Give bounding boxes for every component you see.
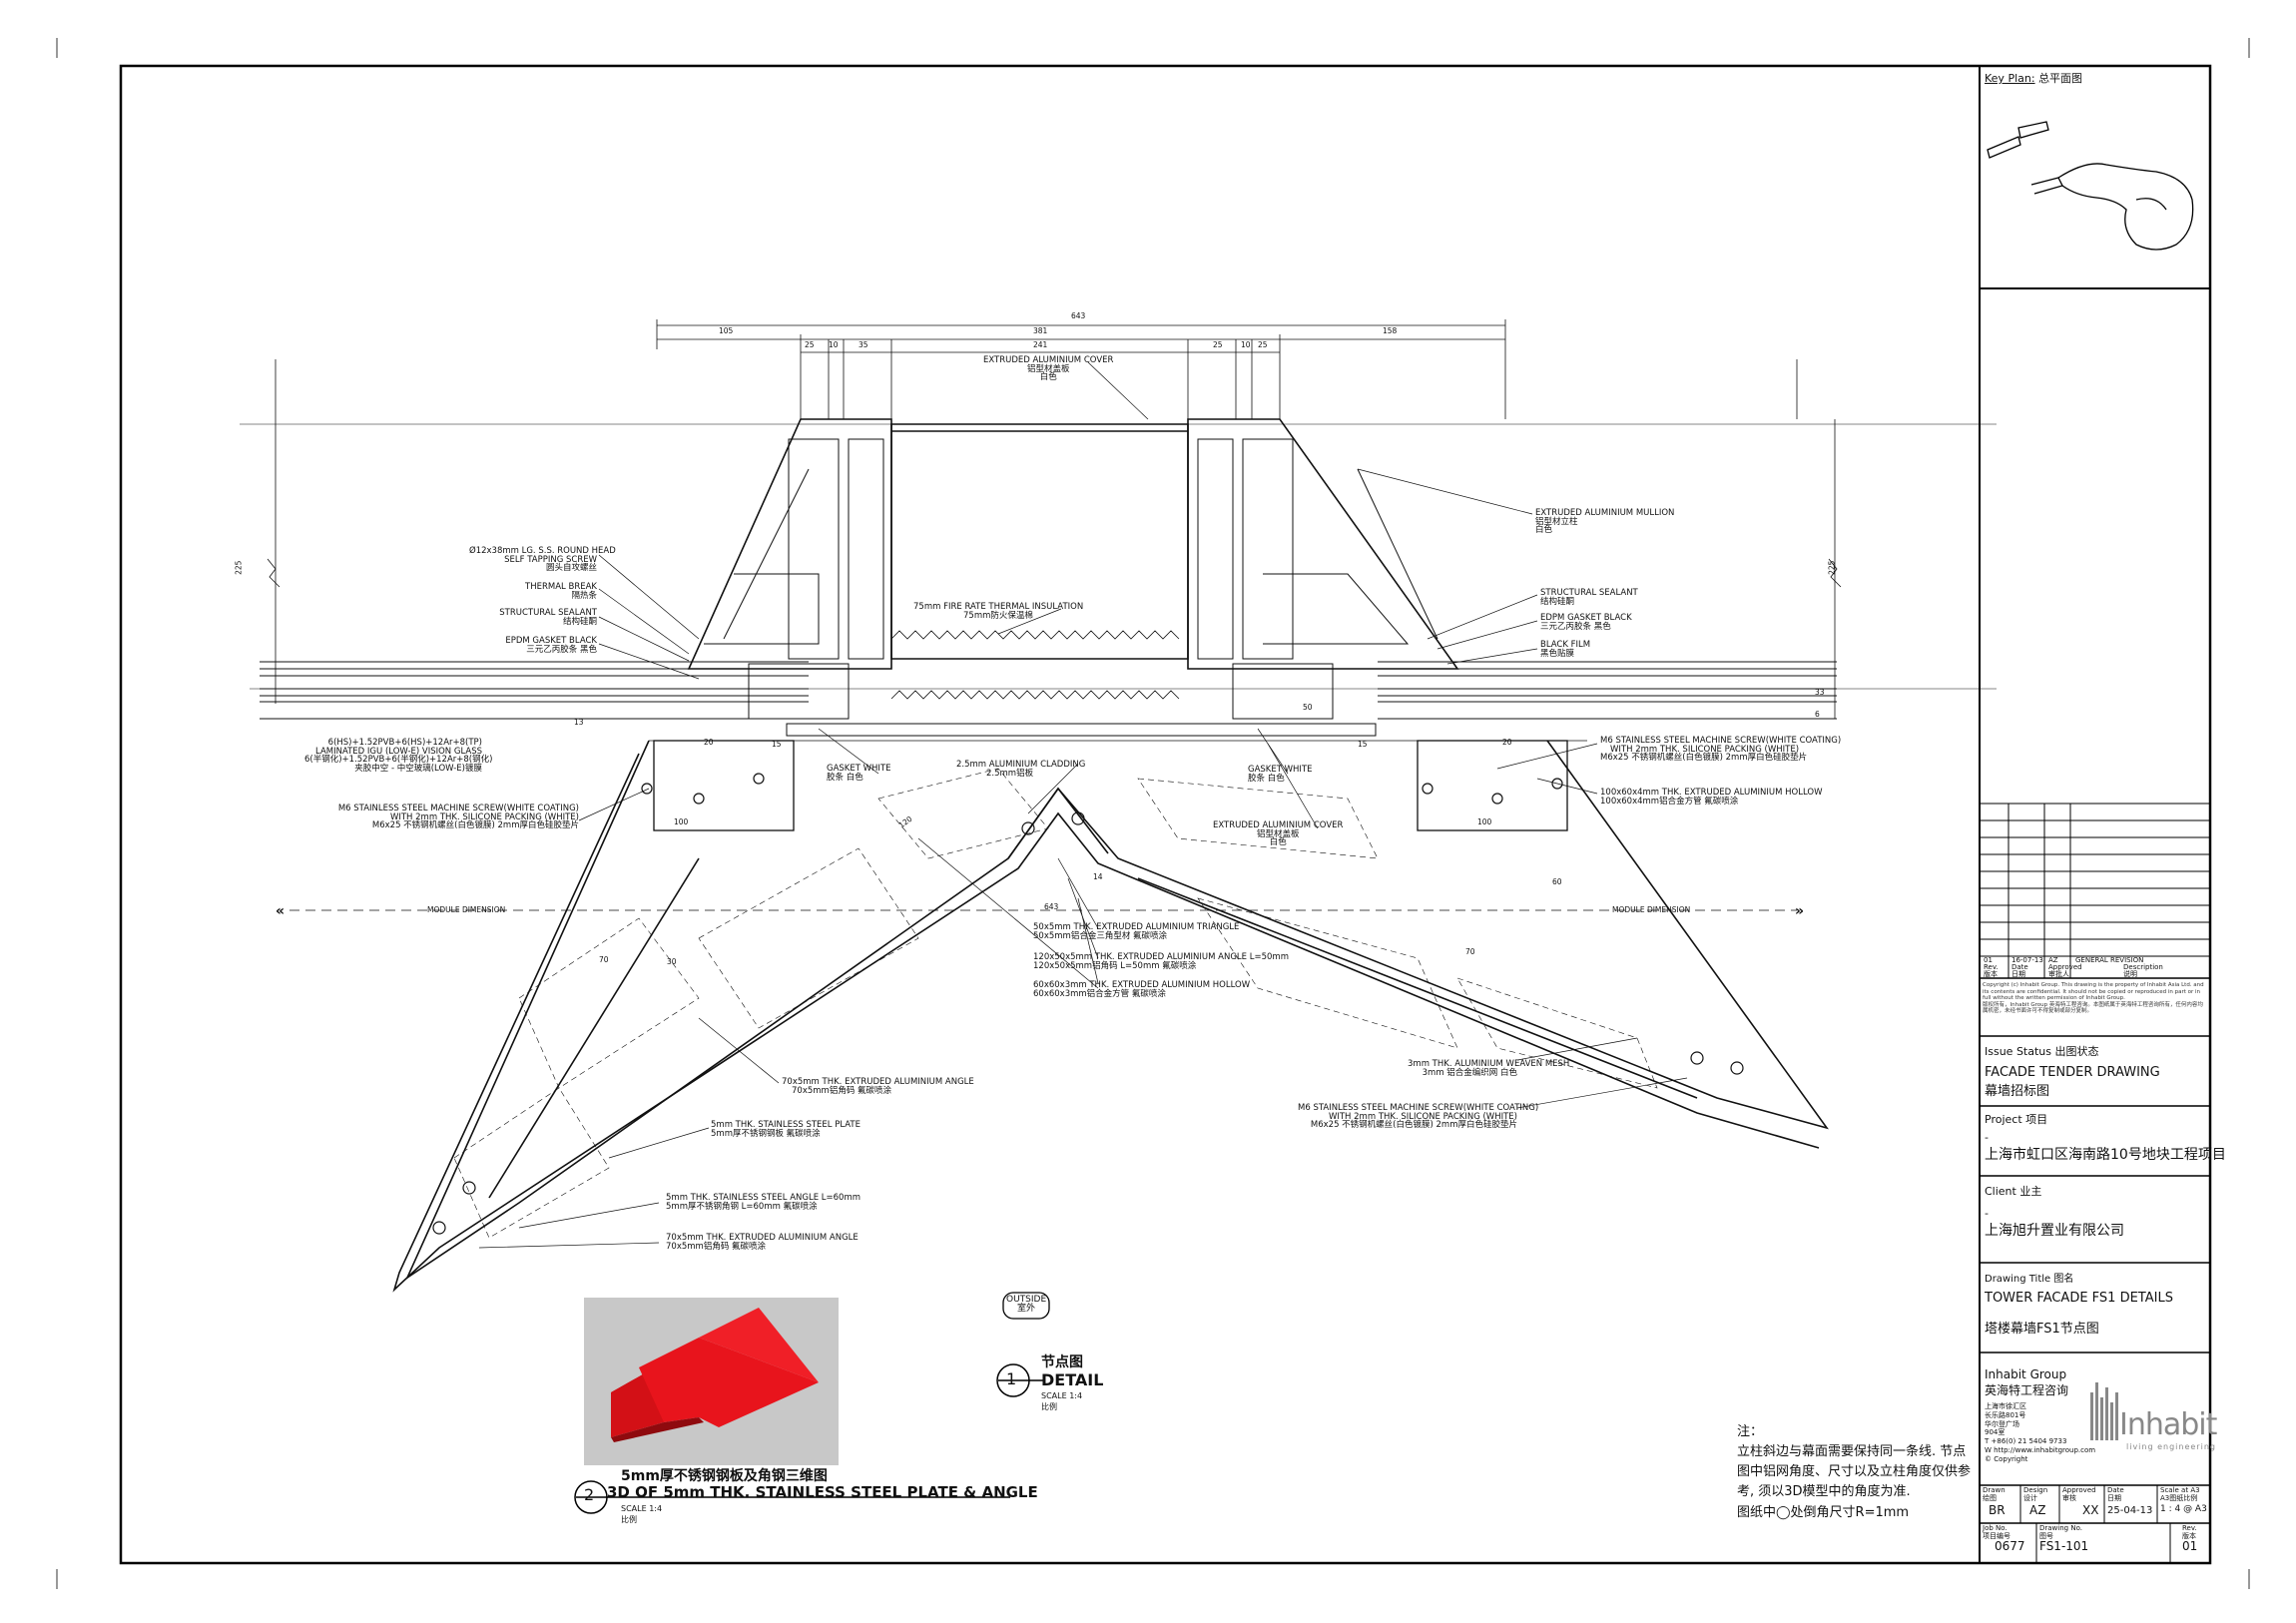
sheet-border (119, 64, 2212, 1565)
detail-bubbles (574, 1292, 1050, 1514)
key-plan-label: Key Plan: 总平面图 (1985, 72, 2083, 85)
detail-2-title: 3D OF 5mm THK. STAINLESS STEEL PLATE & A… (607, 1483, 1038, 1501)
detail-1-scale-cn: 比例 (1041, 1402, 1057, 1411)
inhabit-logo-icon (2090, 1382, 2118, 1440)
dim-center: 381 (1033, 326, 1048, 335)
dim-15-left: 15 (772, 740, 782, 749)
dim-20-right: 20 (1502, 738, 1512, 747)
detail-2-render (584, 1298, 839, 1465)
dim-100-left: 100 (674, 817, 689, 826)
dim-10b: 10 (1241, 340, 1251, 349)
dim-25c: 25 (1258, 340, 1268, 349)
detail-2-number: 2 (584, 1485, 595, 1504)
dim-20-left: 20 (704, 738, 714, 747)
company-block: Inhabit Group 英海特工程咨询 上海市徐汇区 长乐路801号 华尔登… (1985, 1367, 2096, 1463)
dim-50: 50 (1303, 703, 1313, 712)
dim-70-left: 70 (599, 955, 609, 964)
dim-241: 241 (1033, 340, 1048, 349)
label-machine-screw-right-2: M6 STAINLESS STEEL MACHINE SCREW(WHITE C… (1298, 1103, 1539, 1130)
detail-1-scale: SCALE 1:4 (1041, 1391, 1083, 1400)
client-field: Client 业主 - 上海旭升置业有限公司 (1985, 1185, 2124, 1239)
dim-100-right: 100 (1477, 817, 1492, 826)
dim-70-right: 70 (1465, 947, 1475, 956)
inhabit-logo-sub: living engineering (2126, 1442, 2216, 1451)
dim-10a: 10 (829, 340, 839, 349)
field-drawing-no: Drawing No.图号 FS1-101 (2039, 1524, 2089, 1554)
dim-6: 6 (1815, 710, 1820, 719)
dim-15-right: 15 (1358, 740, 1368, 749)
copyright-note: Copyright (c) Inhabit Group. This drawin… (1983, 982, 2204, 1015)
dim-30: 30 (667, 957, 677, 966)
dim-25b: 25 (1213, 340, 1223, 349)
dim-225-left: 225 (234, 560, 244, 575)
detail-1-title-cn: 节点图 (1041, 1354, 1083, 1370)
dim-left: 105 (719, 326, 734, 335)
dim-13: 13 (574, 718, 584, 727)
label-aluminium-angle-120: 120x50x5mm THK. EXTRUDED ALUMINIUM ANGLE… (1033, 952, 1289, 971)
detail-1-drawing (240, 319, 1997, 1293)
title-block-frame (1979, 66, 2210, 1563)
crop-marks (56, 38, 2250, 1589)
detail-2-scale: SCALE 1:4 (621, 1504, 663, 1513)
label-vision-glass: 6(HS)+1.52PVB+6(HS)+12Ar+8(TP)LAMINATED … (304, 738, 493, 774)
key-plan-sketch (1987, 121, 2194, 251)
dim-25a: 25 (805, 340, 815, 349)
general-notes: 注： 立柱斜边与幕面需要保持同一条线. 节点 图中铝网角度、尺寸以及立柱角度仅供… (1737, 1424, 1972, 1520)
label-hollow-100: 100x60x4mm THK. EXTRUDED ALUMINIUM HOLLO… (1600, 788, 1823, 807)
field-job-no: Job No.项目编号 0677 (1983, 1524, 2025, 1554)
dim-14: 14 (1093, 872, 1103, 881)
label-module-dimension-left: MODULE DIMENSION (427, 905, 506, 914)
project-field: Project 项目 - 上海市虹口区海南路10号地块工程项目 (1985, 1113, 2226, 1163)
dim-overall: 643 (1071, 311, 1086, 320)
detail-1-number: 1 (1006, 1369, 1017, 1388)
label-machine-screw-left: M6 STAINLESS STEEL MACHINE SCREW(WHITE C… (337, 804, 579, 830)
inhabit-logo-text: Inhabit (2119, 1407, 2217, 1442)
dim-33: 33 (1815, 688, 1825, 697)
dim-643b: 643 (1044, 902, 1059, 911)
detail-1-title: DETAIL (1041, 1370, 1104, 1389)
label-aluminium-hollow-60: 60x60x3mm THK. EXTRUDED ALUMINIUM HOLLOW… (1033, 980, 1251, 999)
field-rev: Rev.版本 01 (2182, 1524, 2198, 1554)
dim-35a: 35 (859, 340, 868, 349)
label-module-dimension-right: MODULE DIMENSION (1612, 905, 1691, 914)
dim-60: 60 (1552, 877, 1562, 886)
detail-2-scale-cn: 比例 (621, 1515, 637, 1524)
arrow-left-icon: « (276, 903, 286, 919)
dim-225-right: 225 (1827, 560, 1837, 575)
issue-status: Issue Status 出图状态 FACADE TENDER DRAWING … (1985, 1045, 2160, 1099)
arrow-right-icon: » (1795, 903, 1805, 919)
drawing-title-field: Drawing Title 图名 TOWER FACADE FS1 DETAIL… (1985, 1274, 2173, 1337)
dim-right: 158 (1383, 326, 1398, 335)
detail-2-title-cn: 5mm厚不锈钢钢板及角钢三维图 (621, 1468, 828, 1484)
label-machine-screw-right: M6 STAINLESS STEEL MACHINE SCREW(WHITE C… (1600, 736, 1842, 763)
